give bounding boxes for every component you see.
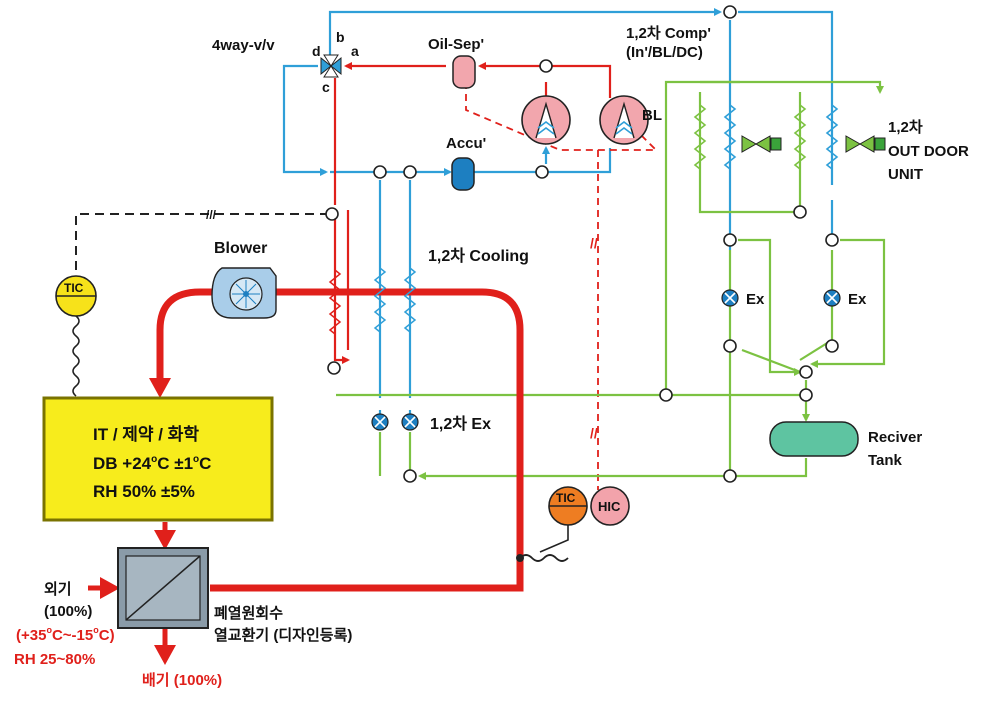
tic-signal-line: /// bbox=[75, 208, 326, 285]
exhaust-label: 배기 (100%) bbox=[142, 672, 222, 689]
liquid-lines bbox=[336, 80, 886, 480]
cooling-label: 1,2차 Cooling bbox=[428, 247, 529, 265]
svg-text:TIC: TIC bbox=[64, 281, 84, 295]
solenoid-valve-icon bbox=[845, 135, 886, 153]
expansion-valve-icon bbox=[371, 413, 389, 431]
outdoor-label-line2: OUT DOOR bbox=[888, 143, 969, 160]
heat-exchanger-coil-icon bbox=[693, 104, 807, 170]
compressor-icon bbox=[521, 95, 571, 145]
port-b-label: b bbox=[336, 29, 345, 45]
svg-text:HIC: HIC bbox=[598, 499, 621, 514]
heat-exchanger-coil-icon bbox=[723, 104, 839, 170]
room-box: IT / 제약 / 화학 DB +24oC ±1oC RH 50% ±5% bbox=[42, 396, 274, 522]
room-line3: RH 50% ±5% bbox=[93, 482, 195, 501]
air-duct bbox=[88, 288, 524, 665]
svg-text://: // bbox=[590, 425, 598, 441]
pipe-junctions bbox=[325, 5, 839, 483]
port-c-label: c bbox=[322, 79, 330, 95]
hrv-label-line2: 열교환기 (디자인등록) bbox=[214, 626, 352, 644]
comp-label-line2: (In'/BL/DC) bbox=[626, 44, 703, 61]
svg-text:///: /// bbox=[206, 208, 217, 222]
heat-exchanger-coil-icon bbox=[328, 269, 342, 335]
solenoid-valve-icon bbox=[741, 135, 782, 153]
compressor-bl-icon bbox=[599, 95, 649, 145]
tic-hic-sensors: TIC HIC bbox=[516, 486, 630, 562]
suction-lines bbox=[282, 8, 834, 420]
oil-separator-icon bbox=[452, 55, 476, 89]
oil-sep-label: Oil-Sep' bbox=[428, 36, 484, 53]
blower-label: Blower bbox=[214, 240, 267, 257]
blower-fan-icon bbox=[211, 267, 277, 319]
heat-recovery-exchanger-icon bbox=[117, 547, 209, 629]
expansion-valve-icon bbox=[721, 289, 739, 307]
hrv-label-line1: 폐열원회수 bbox=[214, 605, 283, 622]
four-way-valve-icon bbox=[320, 54, 342, 78]
receiver-label-line2: Tank bbox=[868, 452, 903, 469]
port-d-label: d bbox=[312, 43, 321, 59]
accu-label: Accu' bbox=[446, 135, 486, 152]
outside-rh-range: RH 25~80% bbox=[14, 651, 95, 668]
discharge-lines: // // bbox=[333, 62, 659, 490]
port-a-label: a bbox=[351, 43, 359, 59]
comp-label-line1: 1,2차 Comp' bbox=[626, 25, 711, 42]
expansion-valve-icon bbox=[823, 289, 841, 307]
outdoor-label-line3: UNIT bbox=[888, 166, 923, 183]
expansion-valve-icon bbox=[401, 413, 419, 431]
ex-right-label: Ex bbox=[848, 291, 867, 308]
receiver-tank-icon bbox=[769, 421, 859, 457]
room-line2: DB +24oC ±1oC bbox=[93, 454, 211, 473]
svg-text://: // bbox=[590, 235, 598, 251]
outside-air-percent: (100%) bbox=[44, 603, 92, 620]
receiver-label-line1: Reciver bbox=[868, 429, 922, 446]
outside-temp-range: (+35oC~-15oC) bbox=[16, 625, 115, 644]
tic-sensor-top: TIC bbox=[55, 275, 97, 414]
ex-left-label: Ex bbox=[746, 291, 765, 308]
four-way-valve-label: 4way-v/v bbox=[212, 37, 275, 54]
outside-air-label: 외기 bbox=[44, 580, 72, 598]
accumulator-icon bbox=[451, 157, 475, 191]
outdoor-label-line1: 1,2차 bbox=[888, 119, 923, 136]
bl-label: BL bbox=[642, 107, 662, 124]
heat-exchanger-coil-icon bbox=[373, 267, 417, 333]
room-line1: IT / 제약 / 화학 bbox=[93, 424, 199, 444]
svg-text:TIC: TIC bbox=[556, 491, 576, 505]
ex-12-label: 1,2차 Ex bbox=[430, 415, 491, 433]
